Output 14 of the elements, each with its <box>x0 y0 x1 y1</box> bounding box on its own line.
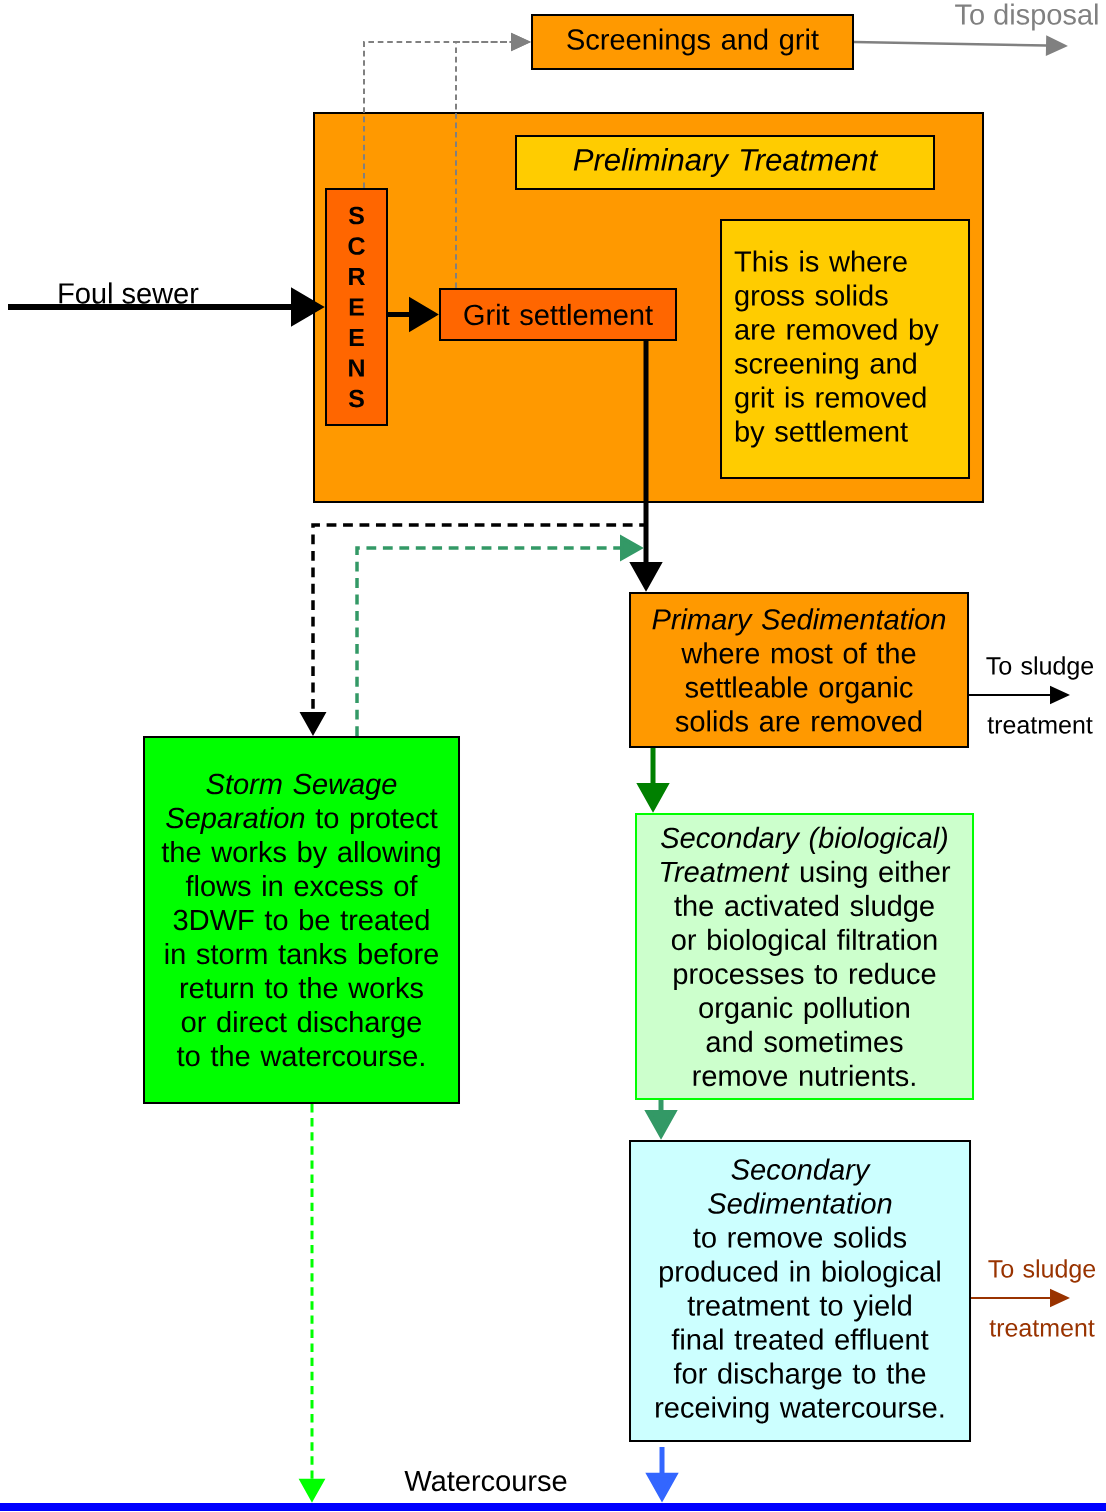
process-box: Grit settlement <box>439 288 677 341</box>
process-box: Storm Sewage Separation to protect the works by allowing flows in excess of 3DWF to be treated in storm tanks before return to the works or direct discharge to the watercourse. <box>143 736 460 1104</box>
screens-box: SCREENS <box>325 188 388 426</box>
note-box: This is where gross solids are removed by screening and grit is removed by settlement <box>720 219 970 479</box>
watercourse-label: Watercourse <box>404 1470 567 1492</box>
process-box: Primary Sedimentation where most of the settleable organic solids are removed <box>629 592 969 748</box>
output-box: Screenings and grit <box>531 14 854 70</box>
process-box: Secondary (biological) Treatment using either the activated sludge or biological filtration processes to reduce organic pollution and sometimes remove nutrients. <box>635 813 974 1100</box>
process-box: Secondary Sedimentation to remove solids produced in biological treatment to yield final treated effluent for discharge to the receiving watercourse. <box>629 1140 971 1442</box>
heading-box: Preliminary Treatment <box>515 135 935 190</box>
edge-label: To sludge treatment <box>986 656 1094 734</box>
edge-label: To disposal <box>955 3 1098 31</box>
edge-label: Foul sewer <box>59 282 199 304</box>
edge-label: To sludge treatment <box>988 1259 1096 1337</box>
